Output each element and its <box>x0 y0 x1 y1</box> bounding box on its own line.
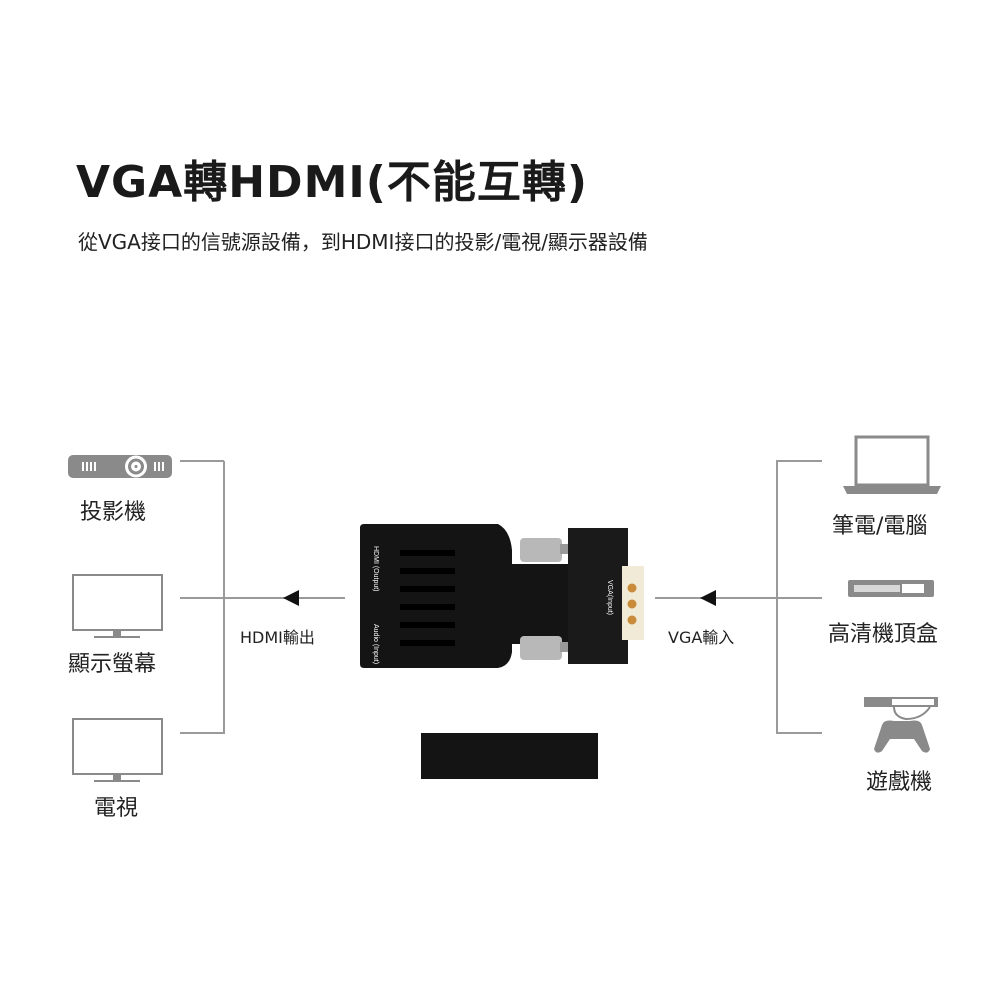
audio-port-label: Audio (Input) <box>372 624 379 664</box>
right-bracket-top <box>776 460 822 462</box>
page-subtitle: 從VGA接口的信號源設備，到HDMI接口的投影/電視/顯示器設備 <box>78 230 648 254</box>
vga-hdmi-adapter: HDMI (Output) Audio (Input) VGA(Input) <box>360 524 644 668</box>
right-bracket-bottom <box>776 732 822 734</box>
arrow-left-icon <box>700 590 716 606</box>
device-label-laptop: 筆電/電腦 <box>832 514 928 539</box>
game-console-icon <box>864 697 938 753</box>
projector-icon <box>68 455 172 478</box>
page-title: VGA轉HDMI(不能互轉) <box>76 157 588 208</box>
device-label-monitor: 顯示螢幕 <box>68 652 157 677</box>
left-bracket-top <box>180 460 224 462</box>
vga-port-label: VGA(Input) <box>606 580 613 615</box>
hdmi-output-label: HDMI輸出 <box>240 628 315 647</box>
device-label-projector: 投影機 <box>80 500 147 525</box>
left-bracket-mid <box>180 597 345 599</box>
vga-input-label: VGA輸入 <box>668 628 735 647</box>
monitor-icon <box>72 574 163 638</box>
device-label-tv: 電視 <box>94 796 139 821</box>
set-top-box-icon <box>848 580 934 597</box>
hdmi-port-label: HDMI (Output) <box>372 546 379 592</box>
right-bracket-mid <box>655 597 822 599</box>
left-bracket-bottom <box>180 732 224 734</box>
tv-icon <box>72 718 163 782</box>
device-label-set-top-box: 高清機頂盒 <box>828 622 939 647</box>
device-label-game-console: 遊戲機 <box>866 770 933 795</box>
laptop-icon <box>843 435 941 494</box>
adapter-shadow-bar <box>421 733 598 779</box>
arrow-left-icon <box>283 590 299 606</box>
